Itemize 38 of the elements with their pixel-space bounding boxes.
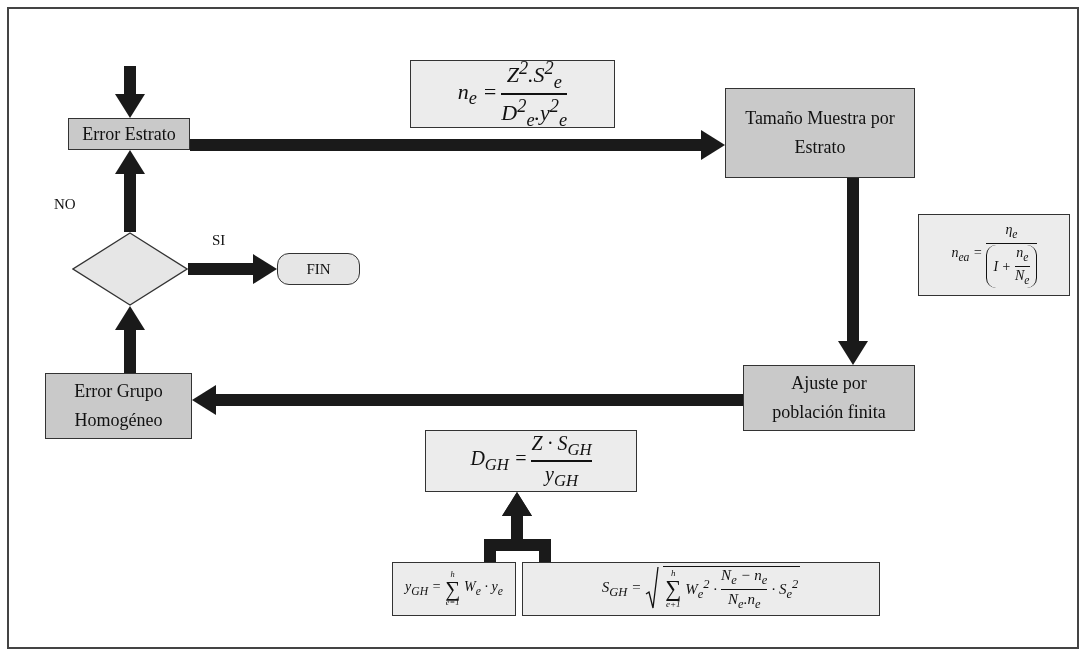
math-expression: ∑ bbox=[665, 579, 682, 600]
math-expression: n$_{e}$ = bbox=[457, 79, 498, 109]
math-expression: W$_{e}$ · y$_{e}$ bbox=[464, 579, 503, 599]
math-expression: I + bbox=[993, 258, 1011, 275]
arrow bbox=[115, 150, 145, 232]
formula-box bbox=[410, 60, 615, 128]
arrow bbox=[502, 492, 551, 562]
decision-diamond bbox=[72, 232, 188, 306]
math-expression: ∑ bbox=[445, 579, 461, 599]
process-box: Error Grupo Homogéneo bbox=[45, 373, 192, 439]
math-expression: h bbox=[450, 570, 455, 580]
formula-box bbox=[425, 430, 637, 492]
formula-box bbox=[522, 562, 880, 616]
process-box: Ajuste por población finita bbox=[743, 365, 915, 431]
math-expression: n$_{ea}$ = bbox=[951, 245, 983, 265]
arrow bbox=[192, 385, 743, 415]
math-expression: N$_{e}$ − n$_{e}$ bbox=[721, 567, 768, 588]
math-expression: y$_{GH}$ = bbox=[405, 579, 442, 599]
math-expression: y$_{GH}$ bbox=[545, 462, 578, 490]
formula-box bbox=[918, 214, 1070, 296]
process-box: Tamaño Muestra por Estrato bbox=[725, 88, 915, 178]
arrow bbox=[115, 66, 145, 118]
math-expression: S$_{GH}$ = bbox=[601, 578, 642, 600]
formula-box bbox=[392, 562, 516, 616]
terminal-box: FIN bbox=[277, 253, 360, 285]
arrow bbox=[188, 254, 277, 284]
math-expression: n$_{e}$ bbox=[1016, 245, 1029, 265]
arrow bbox=[190, 130, 725, 160]
math-expression: D$_{GH}$ = bbox=[470, 447, 528, 475]
math-expression: h bbox=[671, 569, 676, 580]
arrow bbox=[115, 306, 145, 373]
math-expression: η$_{e}$ bbox=[1005, 222, 1018, 242]
arrow bbox=[838, 178, 868, 365]
math-expression: W$_{e}$$^{2}$ · bbox=[685, 577, 718, 602]
math-expression: Z · S$_{GH}$ bbox=[531, 432, 592, 460]
math-expression: N$_{e}$ bbox=[1015, 268, 1030, 288]
math-expression: N$_{e}$.n$_{e}$ bbox=[728, 591, 761, 612]
process-box: Error Estrato bbox=[68, 118, 190, 150]
